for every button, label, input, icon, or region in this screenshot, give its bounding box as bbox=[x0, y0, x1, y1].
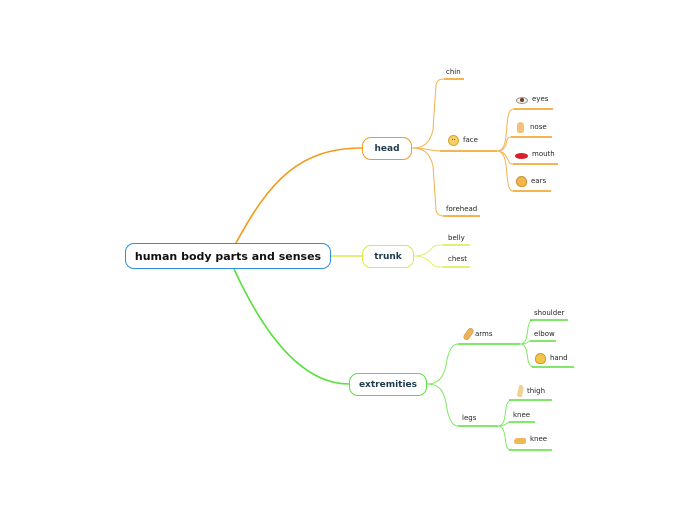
subtopic-chest-label: chest bbox=[448, 255, 467, 263]
subtopic-forehead-label: forehead bbox=[446, 205, 478, 213]
subtopic-mouth-label: mouth bbox=[532, 150, 555, 158]
hand-icon bbox=[535, 352, 546, 364]
subtopic-arms-label: arms bbox=[475, 330, 493, 338]
subtopic-forehead[interactable]: forehead bbox=[446, 203, 477, 215]
topic-head-label: head bbox=[374, 143, 400, 154]
subtopic-knee-foot-label: knee bbox=[530, 435, 548, 443]
subtopic-thigh-label: thigh bbox=[527, 387, 546, 395]
subtopic-elbow[interactable]: elbow bbox=[534, 328, 555, 340]
subtopic-ears-label: ears bbox=[531, 177, 547, 185]
central-topic[interactable]: human body parts and senses bbox=[125, 243, 331, 269]
subtopic-mouth[interactable]: mouth bbox=[515, 148, 555, 160]
nose-icon bbox=[517, 121, 524, 133]
topic-trunk[interactable]: trunk bbox=[362, 245, 414, 268]
subtopic-knee-label: knee bbox=[513, 411, 531, 419]
mouth-icon bbox=[515, 152, 528, 159]
subtopic-hand-label: hand bbox=[550, 354, 568, 362]
subtopic-eyes[interactable]: eyes bbox=[516, 93, 548, 105]
face-icon bbox=[448, 134, 459, 146]
subtopic-chin-label: chin bbox=[446, 68, 461, 76]
eye-icon bbox=[516, 96, 528, 104]
subtopic-chest[interactable]: chest bbox=[448, 253, 467, 265]
subtopic-ears[interactable]: ears bbox=[516, 175, 546, 187]
topic-extremities[interactable]: extremities bbox=[349, 373, 427, 396]
subtopic-arms[interactable]: arms bbox=[463, 327, 493, 341]
topic-extremities-label: extremities bbox=[358, 379, 418, 390]
subtopic-legs[interactable]: legs bbox=[462, 412, 476, 424]
subtopic-elbow-label: elbow bbox=[534, 330, 555, 338]
subtopic-legs-label: legs bbox=[462, 414, 477, 422]
arm-icon bbox=[463, 327, 474, 341]
subtopic-nose[interactable]: nose bbox=[515, 121, 547, 133]
subtopic-hand[interactable]: hand bbox=[535, 352, 568, 364]
subtopic-chin[interactable]: chin bbox=[446, 66, 461, 78]
subtopic-belly[interactable]: belly bbox=[448, 232, 465, 244]
subtopic-shoulder-label: shoulder bbox=[534, 309, 565, 317]
subtopic-face[interactable]: face bbox=[448, 134, 478, 146]
topic-head[interactable]: head bbox=[362, 137, 412, 160]
subtopic-nose-label: nose bbox=[530, 123, 547, 131]
ear-icon bbox=[516, 175, 527, 187]
central-topic-label: human body parts and senses bbox=[134, 249, 322, 263]
subtopic-thigh[interactable]: thigh bbox=[515, 384, 546, 398]
subtopic-face-label: face bbox=[463, 136, 478, 144]
subtopic-knee-foot[interactable]: knee bbox=[514, 433, 547, 445]
topic-trunk-label: trunk bbox=[374, 251, 402, 262]
foot-icon bbox=[514, 438, 526, 444]
subtopic-shoulder[interactable]: shoulder bbox=[534, 307, 564, 319]
thigh-icon bbox=[516, 384, 525, 398]
subtopic-knee[interactable]: knee bbox=[513, 409, 530, 421]
subtopic-belly-label: belly bbox=[448, 234, 465, 242]
subtopic-eyes-label: eyes bbox=[532, 95, 549, 103]
